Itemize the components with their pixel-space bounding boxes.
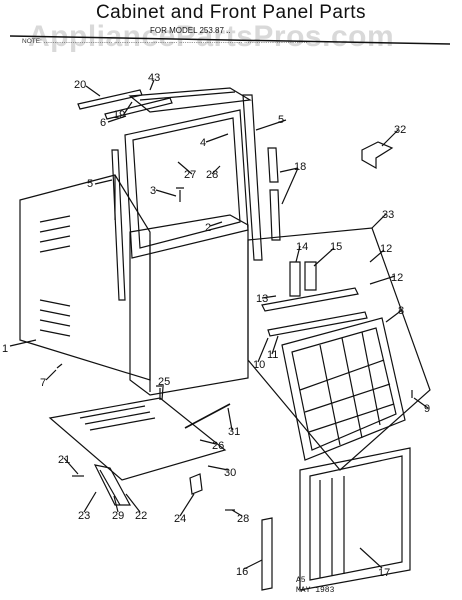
screw [176,187,184,202]
part-number-c12b[interactable]: 12 [391,272,404,284]
top-rail-part [104,97,173,120]
screw [56,363,63,369]
part-number-c26[interactable]: 26 [212,440,225,452]
part-number-c16[interactable]: 16 [236,566,249,578]
part-number-c28a[interactable]: 28 [206,169,219,181]
front-grille [281,317,406,461]
screw [156,385,164,400]
front-assembly-outline [247,227,431,471]
part-number-c4[interactable]: 4 [200,137,207,149]
model-subtitle: FOR MODEL 253.87 .. [150,26,231,35]
part-number-c8[interactable]: 8 [398,305,405,317]
side-strip [111,149,126,301]
part-number-c14[interactable]: 14 [296,241,309,253]
watermark: AppliancePartsPros.com [28,20,395,53]
header-rule [9,35,451,45]
part-number-c7[interactable]: 7 [40,377,47,389]
part-number-c21[interactable]: 21 [58,454,71,466]
part-number-c6[interactable]: 6 [100,117,107,129]
bracket-32 [361,141,394,170]
leader-line [9,79,429,570]
side-strip [242,94,263,261]
strip-18 [269,189,281,241]
part-number-c24[interactable]: 24 [174,513,187,525]
part-number-c2[interactable]: 2 [205,222,212,234]
top-rail-part [77,89,143,110]
part-number-c23[interactable]: 23 [78,510,91,522]
part-number-c12a[interactable]: 12 [380,243,393,255]
trim-strip-16 [261,517,273,591]
header-notes: NOTE: ..................................… [22,38,308,45]
control-bar [267,311,368,337]
page-title: Cabinet and Front Panel Parts [95,2,367,23]
part-number-c30[interactable]: 30 [224,467,237,479]
part-number-c9[interactable]: 9 [424,403,431,415]
rod-31 [184,403,231,429]
part-number-c18[interactable]: 18 [294,161,307,173]
part-number-c19[interactable]: 19 [113,109,126,121]
side-panel [299,447,411,591]
part-number-c27[interactable]: 27 [184,169,197,181]
part-number-c32[interactable]: 32 [394,124,407,136]
part-number-c17[interactable]: 17 [378,567,391,579]
drawing-date-stamp: A5 MAY 1983 [296,576,334,596]
part-number-c29[interactable]: 29 [112,510,125,522]
part-number-c5a[interactable]: 5 [278,114,285,126]
clip-24 [189,473,203,495]
inner-box [129,214,249,396]
part-number-c43[interactable]: 43 [148,72,161,84]
part-number-c1[interactable]: 1 [2,343,9,355]
bracket-15 [304,261,317,291]
stamp-date: MAY 1983 [296,586,335,595]
part-number-c20[interactable]: 20 [74,79,87,91]
part-number-c13[interactable]: 13 [256,293,269,305]
base-plate [48,397,227,481]
part-number-c25[interactable]: 25 [158,376,171,388]
part-number-c33[interactable]: 33 [382,209,395,221]
part-number-c5b[interactable]: 5 [87,178,94,190]
bracket-14 [289,261,301,297]
part-number-c10[interactable]: 10 [253,359,266,371]
top-cover [128,87,252,113]
part-number-c11[interactable]: 11 [267,349,279,361]
part-number-c15[interactable]: 15 [330,241,343,253]
stamp-code: A5 [296,576,306,585]
part-number-c3[interactable]: 3 [150,185,157,197]
support-arm [93,464,132,506]
part-number-c22[interactable]: 22 [135,510,148,522]
control-bar [261,287,359,312]
strip-18 [267,147,279,183]
part-number-c31[interactable]: 31 [228,426,241,438]
part-number-c28b[interactable]: 28 [237,513,250,525]
